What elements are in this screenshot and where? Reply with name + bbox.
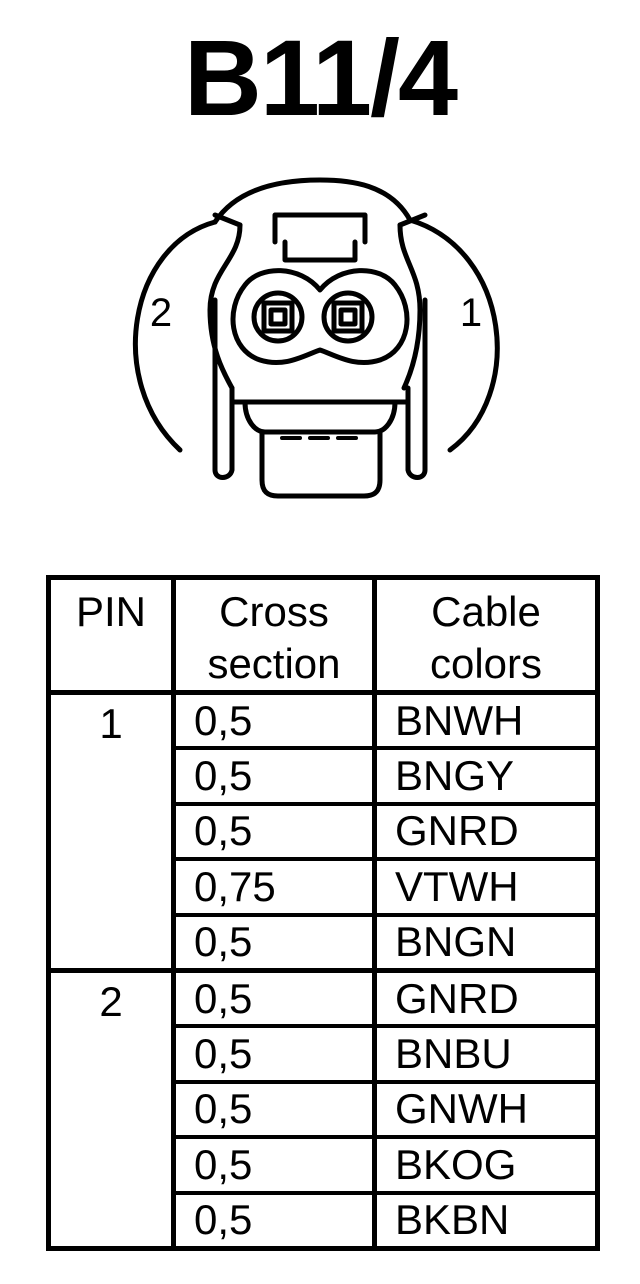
lower-mount (229, 385, 411, 405)
cable-color-cell: BNWH (374, 692, 598, 751)
table-row: 0,75 VTWH (49, 859, 598, 917)
table-row: 0,5 BKBN (49, 1192, 598, 1249)
cable-color-cell: BKOG (374, 1137, 598, 1195)
cross-section-cell: 0,5 (173, 803, 377, 862)
table-row: 1 0,5 BNWH (48, 692, 598, 973)
table-row: 2 0,5 GNRD (48, 970, 598, 1249)
pin-1-label: 1 (460, 291, 482, 335)
table-row: 0,5 BKOG (49, 1137, 598, 1195)
cable-color-cell: GNRD (374, 803, 598, 862)
header-cable-colors: Cable colors (374, 577, 598, 695)
header-pin: PIN (48, 577, 176, 695)
cable-color-cell: BKBN (395, 1196, 510, 1244)
cable-color-cell: VTWH (374, 859, 598, 917)
pin-2-cell: 2 (48, 970, 176, 1249)
table-row: 0,5 GNRD (49, 803, 598, 862)
header-cable-colors-line2: colors (429, 640, 543, 687)
connector-diagram: 2 1 (132, 177, 500, 499)
header-cross-section-line2: section (207, 640, 341, 687)
table-header-row: PIN Cross section Cable colors (48, 577, 598, 695)
connector-body (207, 222, 423, 391)
left-leg (212, 297, 235, 480)
right-leg (405, 297, 428, 480)
pin-cavity-housing (230, 268, 410, 366)
cross-section-cell: 0,75 (173, 859, 377, 917)
pin-1-ring (321, 290, 375, 344)
table-row: 0,5 BNBU (49, 1026, 598, 1084)
connector-housing-top (212, 177, 413, 225)
bottom-tab (259, 429, 383, 499)
wiring-table: PIN Cross section Cable colors 1 0,5 BNW… (46, 575, 600, 1251)
pin-2-ring (251, 290, 305, 344)
cross-section-cell: 0,5 (173, 1081, 377, 1140)
cable-color-cell: BNBU (374, 1026, 598, 1084)
cable-color-cell: GNRD (374, 970, 598, 1029)
table-row: 0,5 GNWH (49, 1081, 598, 1140)
cross-section-cell: 0,5 (173, 692, 377, 751)
pin-2-label: 2 (150, 291, 172, 335)
cable-color-cell: BNGY (374, 748, 598, 806)
pin-1-square (331, 300, 365, 334)
cross-section-cell: 0,5 (173, 1026, 377, 1084)
cable-color-cell: GNWH (374, 1081, 598, 1140)
pin-1-cell: 1 (48, 692, 176, 973)
cable-color-cell: BNGN (374, 914, 598, 973)
header-cross-section-line1: Cross (219, 588, 329, 635)
cross-section-cell: 0,5 (173, 1137, 377, 1195)
header-cable-colors-line1: Cable (431, 588, 541, 635)
cross-section-cell: 0,5 (173, 748, 377, 806)
table-row: 0,5 BNGY (49, 748, 598, 806)
latch-top (272, 212, 368, 245)
cross-section-cell: 0,5 (173, 970, 377, 1029)
connector-title: B11/4 (183, 17, 458, 138)
header-cross-section: Cross section (173, 577, 377, 695)
cross-section-cell: 0,5 (173, 1192, 377, 1249)
connector-housing-outline (132, 217, 500, 453)
pin-2-square (261, 300, 295, 334)
table-row: 0,5 BNGN (49, 914, 598, 973)
cross-section-cell: 0,5 (173, 914, 377, 973)
